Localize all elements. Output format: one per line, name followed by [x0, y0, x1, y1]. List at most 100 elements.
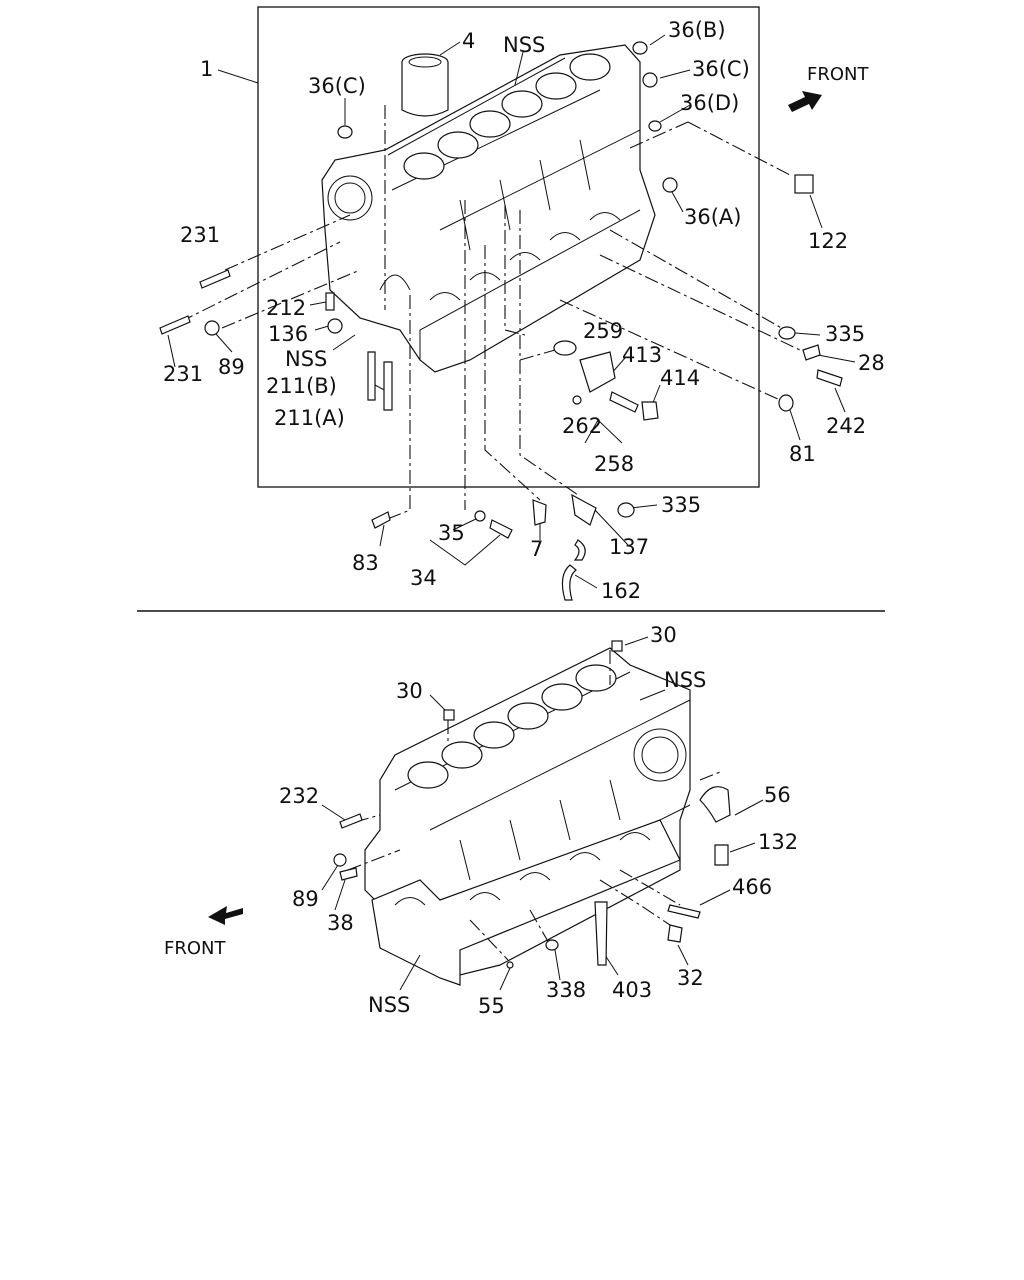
callout-32: 32 [677, 966, 704, 990]
top-callout-labels: 1 4 NSS 36(B) 36(C) 36(C) 36(D) 36(A) 12… [163, 18, 885, 603]
washer-28 [802, 344, 821, 361]
plug-32 [667, 924, 683, 943]
top-small-parts [159, 41, 843, 601]
hose-162 [561, 564, 577, 601]
bottom-leader-lines [321, 636, 764, 991]
callout-1: 1 [200, 57, 213, 81]
cylinder-block-bottom [364, 647, 691, 986]
callout-232: 232 [279, 784, 319, 808]
plug-36a [662, 177, 678, 193]
gasket-259 [553, 340, 577, 356]
callout-34: 34 [410, 566, 437, 590]
plug-36c-left [337, 125, 353, 139]
plug-36d [648, 120, 662, 132]
plug-7 [532, 499, 547, 526]
screw-262 [572, 395, 582, 405]
callout-259: 259 [583, 319, 623, 343]
bolt-466 [667, 904, 701, 919]
bottom-small-parts [333, 640, 731, 969]
dowel-30-left [443, 709, 455, 721]
bottom-assembly [208, 636, 764, 991]
callout-83: 83 [352, 551, 379, 575]
callout-338: 338 [546, 978, 586, 1002]
bolt-132 [714, 844, 729, 866]
callout-132: 132 [758, 830, 798, 854]
plug-136 [327, 318, 343, 334]
nut-414 [641, 401, 659, 421]
callout-414: 414 [660, 366, 700, 390]
callout-89-bottom: 89 [292, 887, 319, 911]
callout-56: 56 [764, 783, 791, 807]
callout-335-upper: 335 [825, 322, 865, 346]
bolt-122 [794, 174, 814, 194]
callout-211b: 211(B) [266, 374, 337, 398]
callout-28: 28 [858, 351, 885, 375]
callout-137: 137 [609, 535, 649, 559]
assembly-frame [257, 6, 760, 488]
bolt-242 [816, 369, 843, 387]
front-label-bottom: FRONT [164, 938, 226, 959]
bolt-211a [383, 361, 393, 411]
callout-36d: 36(D) [680, 91, 739, 115]
callout-30-right: 30 [650, 623, 677, 647]
cylinder-block-top [321, 44, 656, 373]
callout-162: 162 [601, 579, 641, 603]
callout-nss-bottom-left: NSS [368, 993, 410, 1017]
callout-231-upper: 231 [180, 223, 220, 247]
callout-212: 212 [266, 296, 306, 320]
callout-413: 413 [622, 343, 662, 367]
stud-232 [339, 813, 363, 829]
plug-89-top [204, 320, 220, 336]
callout-403: 403 [612, 978, 652, 1002]
oring-35 [474, 510, 486, 522]
callout-262: 262 [562, 414, 602, 438]
nozzle-56 [699, 786, 731, 823]
callout-211a: 211(A) [274, 406, 345, 430]
callout-258: 258 [594, 452, 634, 476]
callout-466: 466 [732, 875, 772, 899]
callout-81: 81 [789, 442, 816, 466]
callout-122: 122 [808, 229, 848, 253]
gauge-403 [594, 901, 608, 966]
plug-55 [506, 961, 514, 969]
pin-212 [325, 292, 335, 311]
seal-338 [545, 939, 559, 951]
plug-89-bottom [333, 853, 347, 867]
callout-30-left: 30 [396, 679, 423, 703]
dowel-30-right [611, 640, 623, 652]
pin-83 [371, 511, 391, 529]
pin-38 [339, 867, 358, 881]
callout-38: 38 [327, 911, 354, 935]
callout-35: 35 [438, 521, 465, 545]
plug-335-lower [617, 502, 635, 518]
cylinder-liner-part [401, 53, 449, 117]
callout-36a: 36(A) [684, 205, 741, 229]
callout-36c-left: 36(C) [308, 74, 366, 98]
bolt-413 [609, 391, 639, 413]
callout-231-lower: 231 [163, 362, 203, 386]
callout-335-lower: 335 [661, 493, 701, 517]
callout-36b: 36(B) [668, 18, 726, 42]
top-assembly [159, 6, 856, 601]
plug-36b [632, 41, 648, 55]
callout-nss-bottom-right: NSS [664, 668, 706, 692]
callout-242: 242 [826, 414, 866, 438]
callout-55: 55 [478, 994, 505, 1018]
front-arrow-top-icon [788, 91, 822, 112]
callout-136: 136 [268, 322, 308, 346]
fitting-137 [571, 493, 597, 526]
callout-7: 7 [530, 537, 543, 561]
callout-36c-right: 36(C) [692, 57, 750, 81]
bolt-211b [367, 351, 376, 401]
front-arrow-bottom-icon [208, 906, 243, 925]
callout-nss-top: NSS [503, 33, 545, 57]
bottom-callout-labels: 30 30 NSS 232 56 132 89 38 466 NSS 55 33… [164, 623, 798, 1018]
callout-nss-mid: NSS [285, 347, 327, 371]
plug-36c-right [642, 72, 658, 88]
plug-81 [778, 394, 794, 412]
plug-335-upper [778, 326, 796, 340]
oil-jet-part [579, 351, 616, 393]
front-label-top: FRONT [807, 64, 869, 85]
